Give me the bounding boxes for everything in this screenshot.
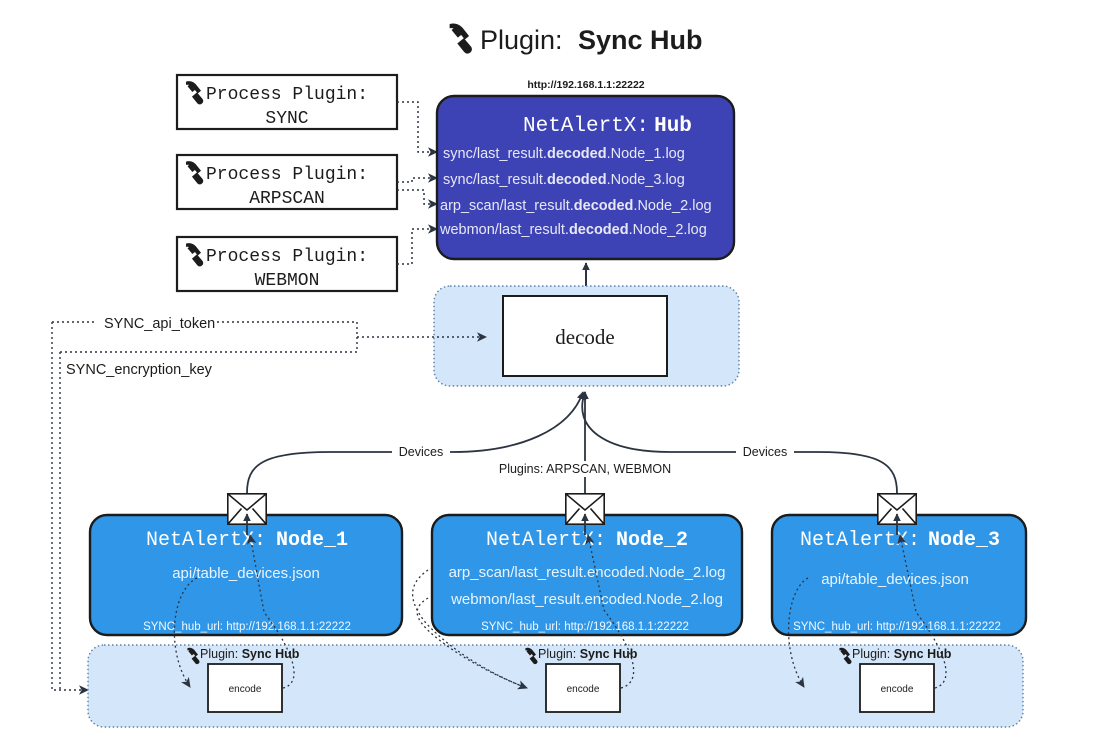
process-plugin-arpscan-line1: Process Plugin: — [206, 165, 368, 185]
node-2-line-1: arp_scan/last_result.encoded.Node_2.log — [449, 564, 726, 581]
encode-1-label: encode — [229, 684, 262, 695]
encode-3-plugin-label: Plugin: Sync Hub — [852, 647, 952, 661]
process-plugin-webmon[interactable]: Process Plugin: WEBMON — [175, 235, 399, 293]
decode-container: decode — [433, 285, 740, 387]
encode-1-plugin-label: Plugin: Sync Hub — [200, 647, 300, 661]
hub-box[interactable]: NetAlertX: Hub sync/last_result.decoded.… — [435, 94, 736, 261]
plugins-center-label-bg — [503, 461, 671, 477]
encode-group-3[interactable]: Plugin: Sync Hub encode — [839, 647, 952, 713]
node-box-node-1[interactable]: NetAlertX: Node_1 api/table_devices.json… — [88, 513, 404, 637]
edge-sync-to-log1 — [397, 101, 438, 157]
edge-label-devices-left: Devices — [399, 445, 443, 459]
hub-log-2: sync/last_result.decoded.Node_3.log — [443, 172, 685, 188]
edge-label-plugins-center: Plugins: ARPSCAN, WEBMON — [499, 462, 671, 476]
node-1-hub-url: SYNC_hub_url: http://192.168.1.1:22222 — [143, 621, 351, 633]
hub-log-1: sync/last_result.decoded.Node_1.log — [443, 146, 685, 162]
hub-url-label: http://192.168.1.1:22222 — [527, 79, 644, 91]
decode-label: decode — [555, 325, 614, 349]
edge-encode1-to-envelope — [246, 534, 295, 689]
edge-webmon-to-log4 — [397, 224, 438, 265]
node-1-heading-name: Node_1 — [276, 529, 348, 552]
page-title-name: Sync Hub — [578, 25, 703, 55]
node-to-decode-edges — [246, 391, 898, 494]
node-2-heading-name: Node_2 — [616, 529, 688, 552]
encode-edges — [173, 534, 947, 690]
encode-3-label: encode — [881, 684, 914, 695]
page-title-prefix: Plugin: — [480, 25, 563, 55]
edge-node3-json-to-encode — [787, 577, 809, 688]
encode-group-2[interactable]: Plugin: Sync Hub encode — [525, 647, 638, 713]
decode-box[interactable] — [502, 295, 668, 377]
node-2-line-2: webmon/last_result.encoded.Node_2.log — [450, 591, 723, 608]
hub-log-3: arp_scan/last_result.decoded.Node_2.log — [440, 198, 712, 214]
node-box-node-2[interactable]: NetAlertX: Node_2 arp_scan/last_result.e… — [430, 513, 744, 637]
node-3-heading-prefix: NetAlertX: — [800, 529, 920, 552]
process-plugin-sync[interactable]: Process Plugin: SYNC — [175, 73, 399, 131]
encode-box-3[interactable] — [859, 663, 935, 713]
edge-arpscan-to-log2 — [397, 173, 438, 183]
settings-routing — [51, 321, 487, 695]
hub-heading-prefix: NetAlertX: — [523, 115, 649, 138]
node-3-heading-name: Node_3 — [928, 529, 1000, 552]
edge-label-devices-right: Devices — [743, 445, 787, 459]
encode-group-1[interactable]: Plugin: Sync Hub encode — [187, 647, 300, 713]
edge-node1-to-decode — [246, 391, 585, 494]
setting-api-token-label: SYNC_api_token — [104, 316, 215, 332]
edge-node2-webmon-to-encode — [416, 597, 528, 689]
setting-encryption-key-label: SYNC_encryption_key — [66, 362, 213, 378]
process-plugin-webmon-line1: Process Plugin: — [206, 247, 368, 267]
edge-node2-arp-to-encode — [412, 569, 528, 690]
page-title: Plugin: Sync Hub — [449, 23, 703, 55]
edge-encode3-to-envelope — [897, 534, 947, 689]
node-2-heading-prefix: NetAlertX: — [486, 529, 606, 552]
encode-box-2[interactable] — [545, 663, 621, 713]
settings-to-encode-band — [51, 322, 89, 695]
hub-box-rect — [435, 94, 736, 261]
encode-2-plugin-label: Plugin: Sync Hub — [538, 647, 638, 661]
encode-box-1[interactable] — [207, 663, 283, 713]
api-token-label-bg — [96, 314, 214, 330]
process-plugin-sync-line2: SYNC — [265, 109, 308, 129]
encryption-key-label-bg — [62, 360, 217, 376]
plugin-to-hub-edges — [397, 101, 438, 265]
process-plugin-arpscan-line2: ARPSCAN — [249, 189, 325, 209]
hub-heading-name: Hub — [654, 115, 692, 138]
encode-2-label: encode — [567, 684, 600, 695]
hub-log-4: webmon/last_result.decoded.Node_2.log — [439, 222, 707, 238]
node-box-node-3[interactable]: NetAlertX: Node_3 api/table_devices.json… — [770, 513, 1028, 637]
edge-node3-to-decode — [578, 391, 898, 494]
process-plugin-webmon-line2: WEBMON — [255, 271, 320, 291]
node-2-hub-url: SYNC_hub_url: http://192.168.1.1:22222 — [481, 621, 689, 633]
devices-left-label-bg — [392, 444, 450, 460]
edge-arpscan-to-log3 — [397, 189, 438, 209]
process-plugin-sync-line1: Process Plugin: — [206, 85, 368, 105]
edge-encode2-to-envelope — [585, 534, 635, 689]
node-3-hub-url: SYNC_hub_url: http://192.168.1.1:22222 — [793, 621, 1001, 633]
devices-right-label-bg — [736, 444, 794, 460]
plug-icon — [449, 23, 472, 54]
process-plugin-arpscan[interactable]: Process Plugin: ARPSCAN — [175, 153, 399, 211]
node-1-heading-prefix: NetAlertX: — [146, 529, 266, 552]
node-1-line-1: api/table_devices.json — [172, 565, 320, 582]
node-3-line-1: api/table_devices.json — [821, 571, 969, 588]
